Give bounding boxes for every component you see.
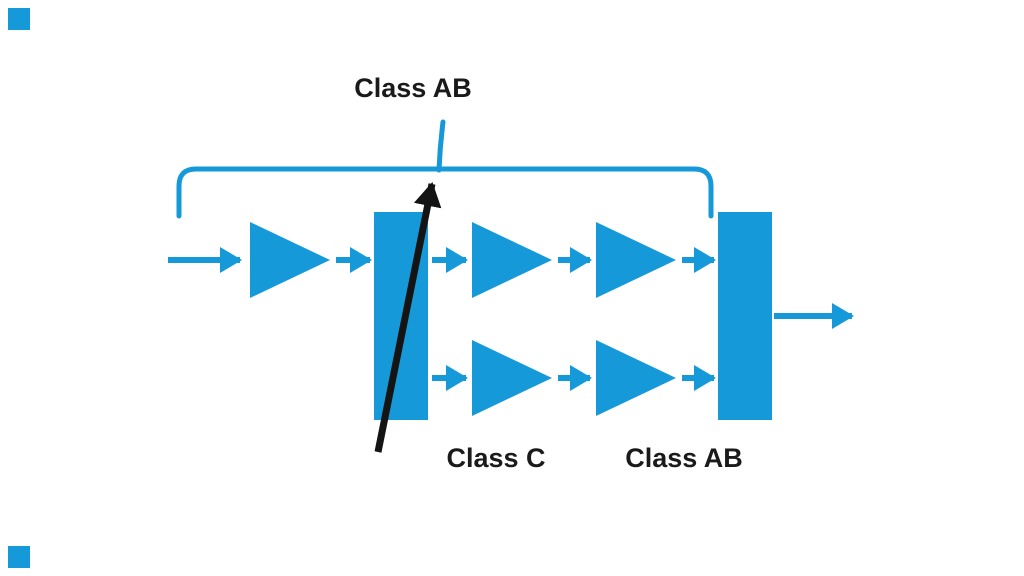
corner-square-bottom-left-icon: [8, 546, 30, 568]
amplifier-driver: [250, 222, 330, 298]
amplifier-bottom-1: [472, 340, 552, 416]
combiner-block: [718, 212, 772, 420]
amplifier-bottom-2: [596, 340, 676, 416]
brace-center-tick: [436, 119, 446, 173]
corner-square-top-left-icon: [8, 8, 30, 30]
amplifier-top-1: [472, 222, 552, 298]
amplifier-top-2: [596, 222, 676, 298]
label-class-ab-bottom: Class AB: [625, 443, 743, 473]
annotation-arrow: [374, 182, 442, 453]
label-class-c: Class C: [446, 443, 545, 473]
brace-class-ab: [176, 166, 714, 219]
label-class-ab-top: Class AB: [354, 73, 472, 103]
